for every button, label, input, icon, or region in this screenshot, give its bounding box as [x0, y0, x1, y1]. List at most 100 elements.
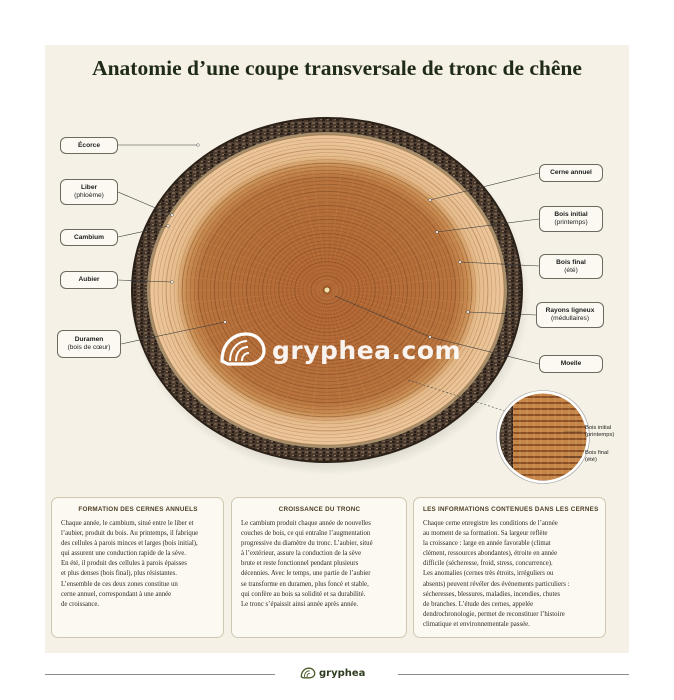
medullary-rays: [153, 138, 501, 442]
medullary-ray: [332, 291, 493, 338]
leader-dot: [466, 310, 470, 314]
label-bois-final: Bois final(été): [539, 254, 603, 279]
zoom-latewood-band: [498, 396, 588, 398]
medullary-ray: [308, 138, 327, 285]
zoom-latewood-band: [498, 402, 588, 404]
zoom-latewood-band: [498, 474, 588, 476]
medullary-ray: [161, 242, 322, 289]
growth-ring: [218, 194, 436, 386]
medullary-ray: [328, 295, 364, 439]
leader-line: [120, 321, 226, 345]
leader-line: [467, 311, 537, 316]
watermark-text: gryphea.com: [272, 336, 462, 365]
medullary-ray: [168, 292, 322, 353]
growth-ring: [206, 184, 448, 396]
growth-ring: [161, 145, 493, 435]
growth-ring: [298, 265, 356, 315]
growth-ring: [197, 176, 457, 404]
zoom-connector: [407, 379, 509, 413]
growth-ring: [258, 229, 396, 351]
zoom-latewood-band: [498, 432, 588, 434]
leader-dot: [196, 143, 200, 147]
zoom-latewood-band: [498, 468, 588, 470]
footer-divider-left: [45, 674, 275, 675]
medullary-ray: [210, 176, 324, 286]
zoom-latewood-band: [498, 450, 588, 452]
leader-dot: [428, 198, 432, 202]
medullary-ray: [256, 295, 325, 429]
leader-dot: [170, 213, 174, 217]
leader-dot: [170, 280, 174, 284]
growth-ring: [314, 279, 340, 301]
growth-ring: [294, 261, 360, 319]
label-aubier: Aubier: [60, 271, 118, 289]
medullary-ray: [328, 141, 364, 285]
zoom-frame: [496, 390, 590, 484]
leader-line: [117, 191, 173, 216]
medullary-ray: [308, 295, 327, 442]
medullary-ray: [332, 227, 486, 288]
label-rayons-ligneux: Rayons ligneux(médullaires): [536, 302, 604, 328]
medullary-ray: [197, 188, 323, 287]
medullary-ray: [327, 138, 346, 285]
growth-ring: [149, 134, 505, 446]
label-cambium: Cambium: [60, 229, 118, 246]
growth-ring: [242, 215, 412, 365]
growth-ring: [230, 205, 424, 375]
leader-dot: [428, 335, 432, 339]
growth-ring: [246, 219, 408, 361]
growth-ring: [157, 141, 497, 439]
medullary-ray: [330, 294, 444, 404]
leader-dot: [435, 230, 439, 234]
medullary-ray: [273, 295, 326, 435]
card-croissance: CROISSANCE DU TRONC Le cambium produit c…: [231, 497, 407, 638]
growth-ring: [193, 173, 461, 407]
zoom-label-final: Bois final(été): [585, 450, 609, 463]
growth-ring: [282, 250, 372, 330]
medullary-ray: [332, 273, 500, 290]
leader-line: [429, 336, 540, 365]
growth-ring: [177, 159, 477, 421]
growth-ring: [226, 201, 428, 379]
pith-marker: [323, 286, 331, 294]
medullary-ray: [176, 213, 322, 288]
medullary-ray: [329, 158, 414, 285]
growth-ring: [189, 169, 465, 411]
zoom-latewood-band: [498, 438, 588, 440]
growth-ring: [286, 254, 368, 326]
growth-ring: [222, 198, 432, 382]
label-bois-initial: Bois initial(printemps): [539, 206, 603, 232]
medullary-ray: [328, 145, 381, 285]
medullary-ray: [332, 242, 493, 289]
leader-line: [117, 225, 169, 238]
growth-ring: [278, 247, 376, 333]
label-ecorce: Écorce: [60, 137, 118, 154]
gryphea-logo-icon: [220, 332, 266, 366]
zoom-latewood-band: [498, 408, 588, 410]
leader-line: [117, 279, 173, 283]
medullary-ray: [330, 294, 430, 414]
bark-outline: [131, 117, 523, 463]
growth-ring: [266, 236, 388, 344]
growth-ring: [262, 233, 392, 347]
growth-ring: [173, 155, 481, 425]
growth-ring: [181, 162, 473, 418]
medullary-ray: [210, 294, 324, 404]
growth-ring: [165, 148, 489, 432]
growth-ring: [153, 138, 501, 442]
label-cerne-annuel: Cerne annuel: [539, 164, 603, 182]
zoom-latewood-band: [495, 486, 595, 488]
label-duramen: Duramen(bois de cœur): [57, 330, 121, 358]
leader-line: [436, 218, 540, 233]
medullary-ray: [240, 158, 325, 285]
gryphea-logo-icon: [300, 667, 316, 679]
leader-line: [429, 172, 540, 201]
card-title: FORMATION DES CERNES ANNUELS: [78, 506, 198, 513]
growth-ring: [254, 226, 400, 354]
growth-ring: [310, 275, 344, 305]
zoom-latewood-band: [498, 456, 588, 458]
growth-ring: [250, 222, 404, 358]
medullary-ray: [332, 213, 478, 288]
growth-ring: [302, 268, 352, 312]
